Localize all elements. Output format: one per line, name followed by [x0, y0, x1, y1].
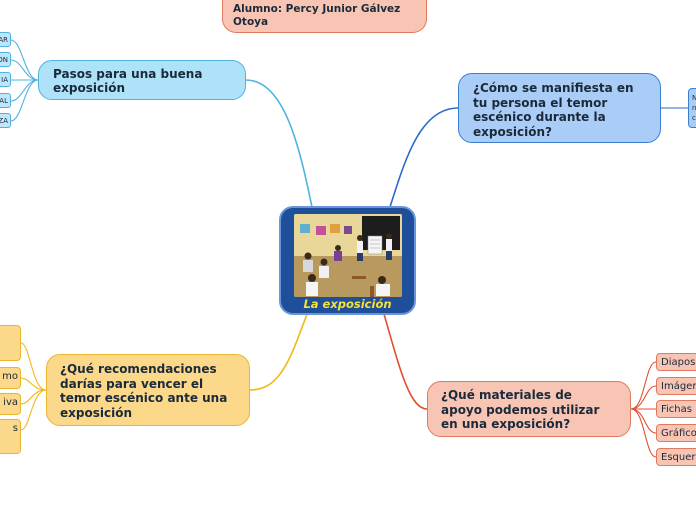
material-leaf-imagenes[interactable]: Imágen [656, 377, 696, 395]
topic-pasos[interactable]: Pasos para una buena exposición [38, 60, 246, 100]
pasos-leaf-4[interactable]: AL [0, 93, 11, 108]
recomendacion-leaf-1[interactable] [0, 325, 21, 361]
material-leaf-graficos[interactable]: Gráfico [656, 424, 696, 442]
material-leaf-diapositivas[interactable]: Diapos [656, 353, 696, 371]
classroom-illustration [294, 214, 402, 297]
connector-recomendaciones [249, 313, 308, 391]
pasos-leaf-3[interactable]: IA [0, 72, 11, 87]
central-topic-title: La exposición [303, 297, 392, 311]
como-leaf-1[interactable]: N n c [688, 88, 696, 128]
author-node[interactable]: Alumno: Percy Junior Gálvez Otoya [222, 0, 427, 33]
pasos-leaf-5[interactable]: ZA [0, 113, 11, 128]
material-leaf-fichas[interactable]: Fichas [656, 400, 696, 418]
topic-materiales[interactable]: ¿Qué materiales de apoyo podemos utiliza… [427, 381, 631, 437]
connector-materiales [383, 313, 428, 410]
topic-como-se-manifiesta[interactable]: ¿Cómo se manifiesta en tu persona el tem… [458, 73, 661, 143]
material-leaf-esquemas[interactable]: Esquer [656, 448, 696, 466]
pasos-leaf-1[interactable]: AR [0, 32, 11, 47]
topic-recomendaciones[interactable]: ¿Qué recomendaciones darías para vencer … [46, 354, 250, 426]
pasos-leaf-2[interactable]: ON [0, 52, 11, 67]
recomendacion-leaf-3[interactable]: iva [0, 393, 21, 415]
central-topic[interactable]: La exposición [279, 206, 416, 315]
recomendacion-leaf-2[interactable]: mo [0, 367, 21, 389]
recomendacion-leaf-4[interactable]: s [0, 419, 21, 454]
connector-pasos [245, 79, 313, 208]
connector-como [389, 107, 459, 208]
